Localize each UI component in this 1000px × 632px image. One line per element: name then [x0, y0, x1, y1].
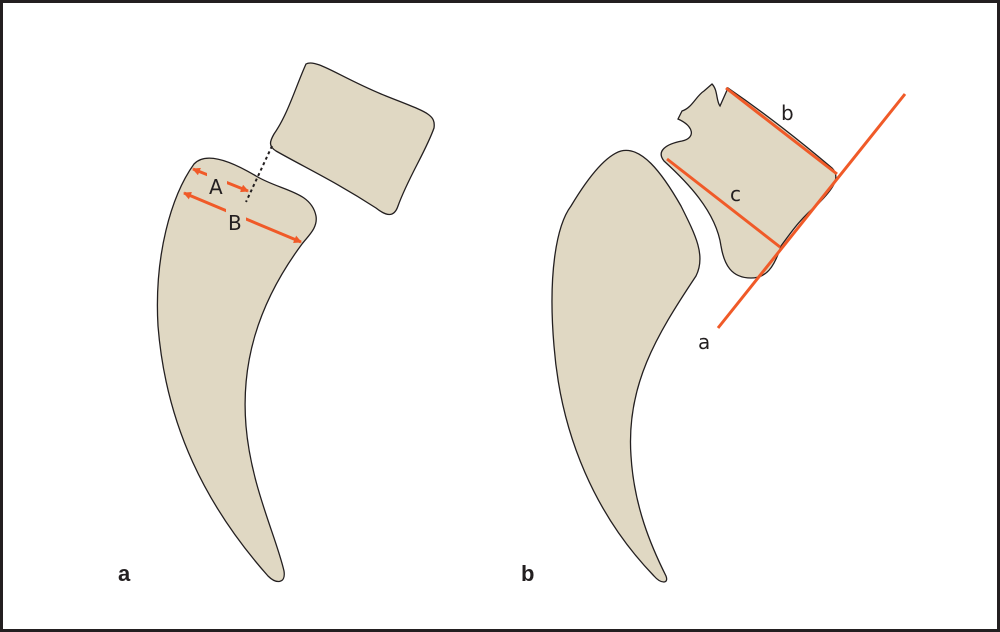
- claw-bone-b: [551, 149, 701, 583]
- line-a: [716, 93, 907, 329]
- diagram-canvas: A B a b c a b: [118, 62, 907, 586]
- line-b: [725, 86, 838, 176]
- label-line-a: a: [698, 330, 710, 354]
- panel-label-a: a: [118, 561, 131, 586]
- panel-b: b c a b: [521, 83, 907, 586]
- label-line-b: b: [781, 101, 794, 125]
- panel-label-b: b: [521, 561, 534, 586]
- label-line-c: c: [730, 182, 741, 206]
- middle-phalanx-a: [269, 62, 435, 216]
- joint-dotted-line: [245, 145, 273, 203]
- label-B: B: [228, 211, 242, 235]
- line-c: [666, 157, 781, 249]
- label-A: A: [209, 175, 223, 199]
- panel-a: A B a: [118, 62, 435, 586]
